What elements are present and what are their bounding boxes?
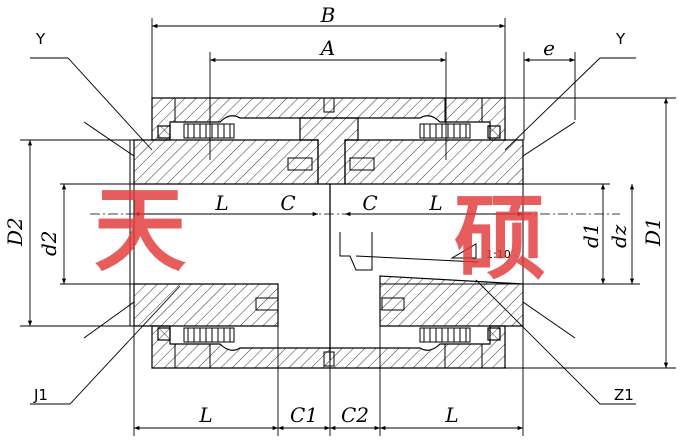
- label-C-right: C: [362, 191, 377, 215]
- label-C-left: C: [280, 191, 295, 215]
- label-D2: D2: [3, 217, 27, 247]
- label-B: B: [320, 3, 336, 27]
- label-A: A: [319, 36, 335, 60]
- label-Y-left: Y: [35, 30, 46, 48]
- label-L-top-right: L: [428, 191, 442, 215]
- watermark-left: 天: [94, 176, 186, 284]
- label-L-top-left: L: [214, 191, 228, 215]
- shaft-outlines: [60, 121, 640, 339]
- label-J1: J1: [33, 386, 48, 404]
- label-taper: 1:10: [486, 248, 511, 261]
- gear-teeth: [183, 123, 471, 343]
- label-Y-right: Y: [615, 30, 626, 48]
- label-C1: C1: [290, 403, 318, 427]
- label-L-bottom-right: L: [444, 403, 458, 427]
- seal-rings: [157, 125, 501, 341]
- label-D1: D1: [641, 217, 665, 247]
- label-dz: dz: [607, 224, 631, 248]
- label-e: e: [543, 36, 555, 60]
- outer-sleeve-bottom: [151, 325, 506, 369]
- label-d1: d1: [579, 222, 603, 248]
- label-d2: d2: [37, 230, 61, 256]
- label-C2: C2: [341, 403, 369, 427]
- outer-sleeve-top: [151, 97, 506, 141]
- dimension-lines: [20, 18, 676, 436]
- watermark-right: 硕: [454, 184, 546, 292]
- label-Z1: Z1: [614, 386, 634, 404]
- label-L-bottom-left: L: [198, 403, 212, 427]
